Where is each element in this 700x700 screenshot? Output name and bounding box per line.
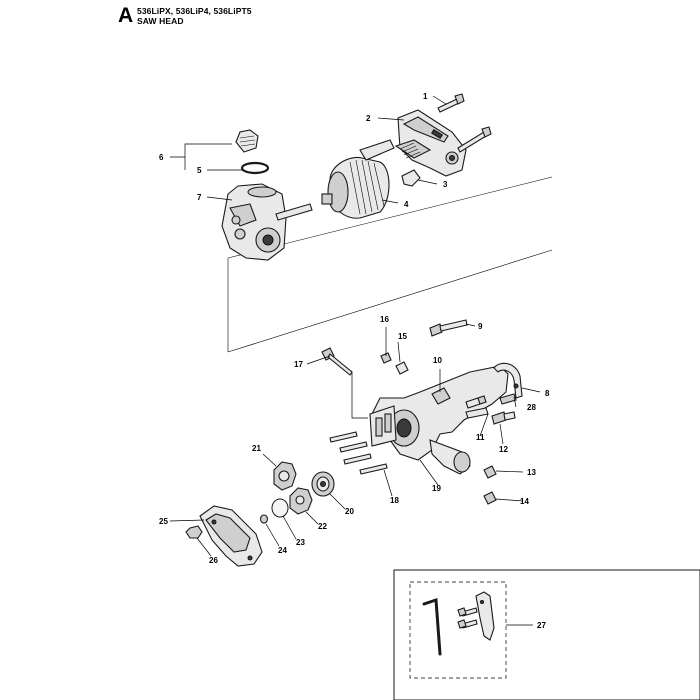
part-3-clip	[401, 169, 421, 187]
callout-18: 18	[390, 496, 399, 505]
part-18-plate	[369, 405, 397, 447]
callout-13: 13	[527, 468, 536, 477]
part-24-nut	[259, 514, 269, 524]
callout-24: 24	[278, 546, 287, 555]
part-15-screw	[395, 361, 409, 375]
tool-kit-screws	[457, 607, 478, 629]
callout-9: 9	[478, 322, 483, 331]
part-4-motor	[321, 139, 395, 219]
part-25-clutch-cover	[199, 505, 263, 567]
hex-key-tool	[422, 597, 442, 656]
part-20-drive-wheel	[311, 471, 335, 497]
part-6-cap	[235, 129, 259, 153]
part-21-sprocket	[273, 461, 297, 491]
part-9-bolt	[429, 319, 468, 337]
callout-23: 23	[296, 538, 305, 547]
callout-14: 14	[520, 497, 529, 506]
callout-labels: 1 2 3 4 5 6 7 8 9 10 11 12 13 14 15 16 1…	[159, 92, 550, 630]
part-26-nut	[185, 525, 203, 539]
model-list: 536LiPX, 536LiP4, 536LiPT5	[137, 6, 252, 16]
callout-1: 1	[423, 92, 428, 101]
part-2-motor-cover	[394, 109, 492, 177]
callout-6: 6	[159, 153, 164, 162]
part-12-nipple	[491, 411, 516, 425]
callout-16: 16	[380, 315, 389, 324]
callout-17: 17	[294, 360, 303, 369]
callout-26: 26	[209, 556, 218, 565]
callout-5: 5	[197, 166, 202, 175]
part-13-screw	[483, 465, 497, 479]
section-title: SAW HEAD	[137, 16, 184, 26]
part-22-clutch	[289, 487, 313, 515]
part-5-o-ring	[240, 161, 270, 175]
tool-kit-box	[393, 569, 700, 700]
callout-15: 15	[398, 332, 407, 341]
callout-10: 10	[433, 356, 442, 365]
callout-25: 25	[159, 517, 168, 526]
callout-27: 27	[537, 621, 546, 630]
part-18-screws	[329, 431, 388, 475]
callout-3: 3	[443, 180, 448, 189]
callout-8: 8	[545, 389, 550, 398]
callout-22: 22	[318, 522, 327, 531]
callout-20: 20	[345, 507, 354, 516]
callout-7: 7	[197, 193, 202, 202]
leader-lines	[169, 95, 541, 557]
section-letter: A	[118, 4, 134, 27]
part-14-bolt	[483, 491, 497, 505]
callout-11: 11	[476, 433, 485, 442]
callout-2: 2	[366, 114, 371, 123]
part-1-bolt	[437, 93, 465, 113]
part-23-washer	[271, 498, 289, 518]
tool-kit-bracket	[475, 591, 495, 641]
callout-28: 28	[527, 403, 536, 412]
callout-12: 12	[499, 445, 508, 454]
callout-19: 19	[432, 484, 441, 493]
part-17-long-bolt	[321, 347, 353, 376]
callout-4: 4	[404, 200, 409, 209]
part-28-fitting	[465, 393, 517, 409]
callout-21: 21	[252, 444, 261, 453]
part-7-gear-housing	[221, 183, 313, 261]
